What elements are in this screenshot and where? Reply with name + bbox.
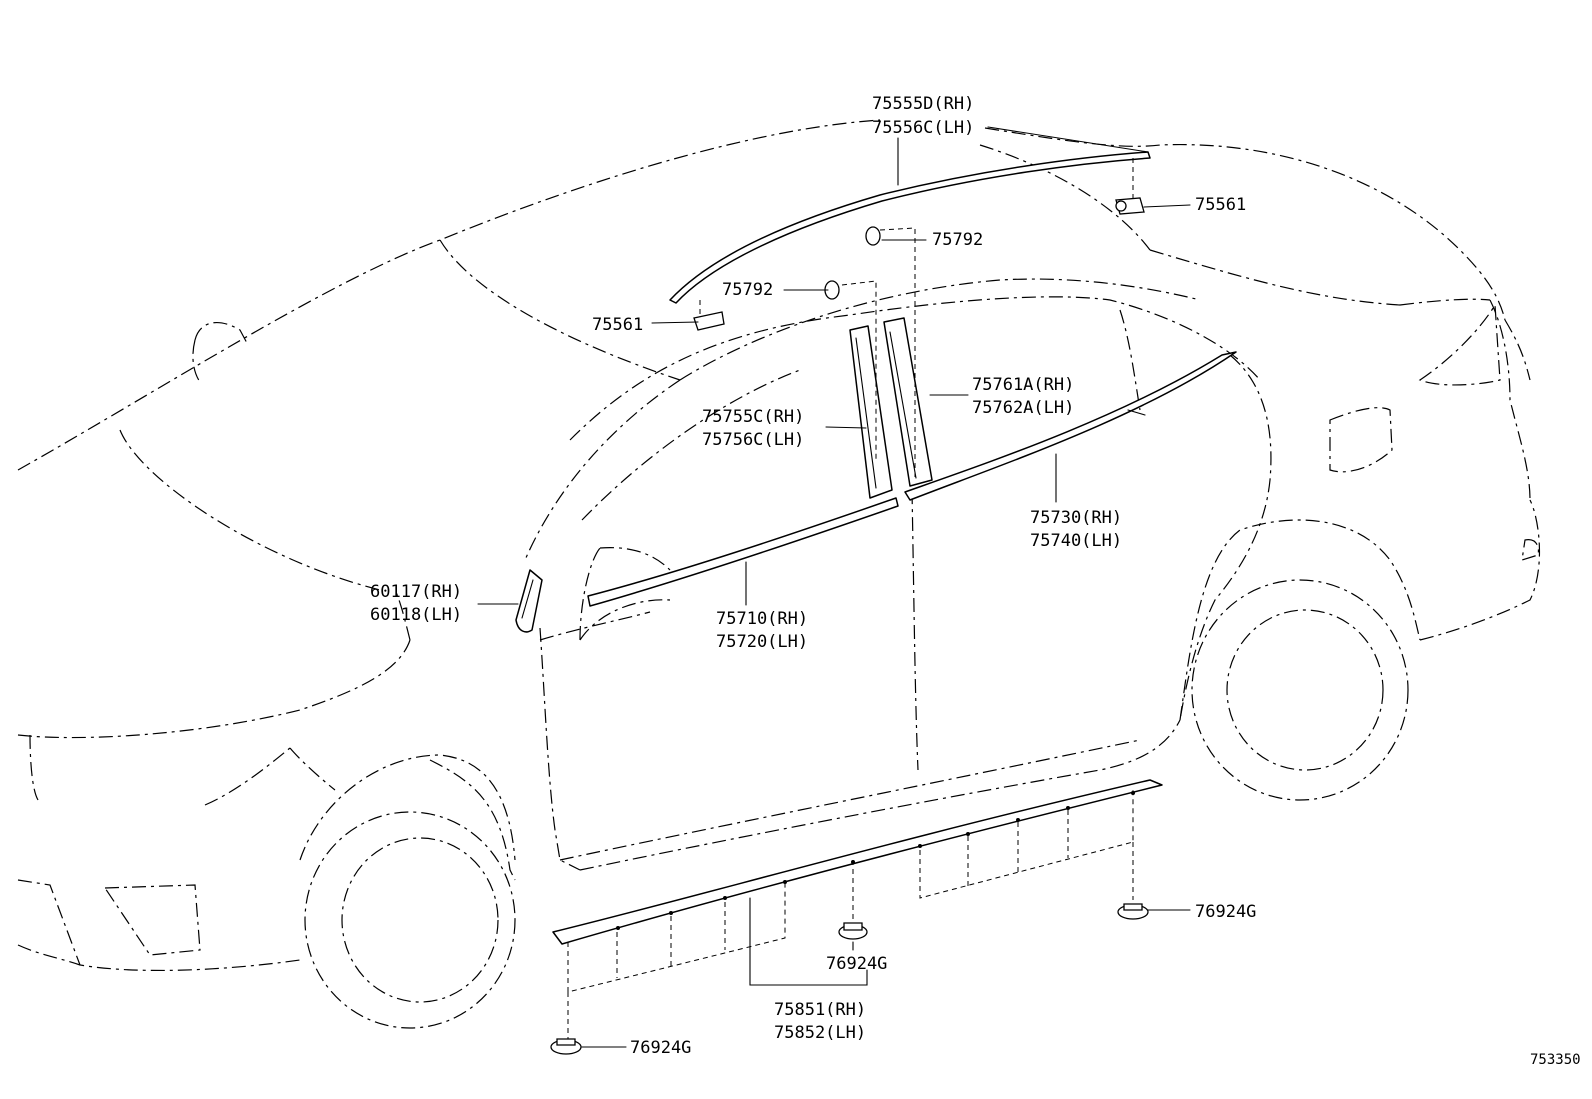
label-rocker-molding-lh: 75852(LH) (774, 1023, 866, 1043)
label-rocker-molding-rh: 75851(RH) (774, 1000, 866, 1020)
label-roof-clip-rear: 75561 (1195, 195, 1246, 215)
corner-piece (515, 569, 543, 633)
label-front-belt-molding-rh: 75710(RH) (716, 609, 808, 629)
figure-number: 753350 (1530, 1052, 1581, 1068)
label-corner-piece-lh: 60118(LH) (370, 605, 462, 625)
label-nut-middle: 76924G (826, 954, 887, 974)
front-pillar-garnish (849, 325, 893, 499)
label-front-pillar-garnish-rh: 75755C(RH) (702, 407, 804, 427)
label-bpillar-clip-upper: 75792 (932, 230, 983, 250)
rocker-molding (552, 779, 1163, 945)
nut-left (550, 1038, 582, 1055)
roof-clip-front (693, 311, 725, 331)
callout-labels: 75555D(RH) 75556C(LH) 75561 75792 75792 … (370, 94, 1581, 1068)
rocker-clip-dots (616, 791, 1135, 930)
roof-molding (669, 151, 1151, 304)
label-nut-left: 76924G (630, 1038, 691, 1058)
label-rear-pillar-garnish-rh: 75761A(RH) (972, 375, 1074, 395)
label-rear-belt-molding-lh: 75740(LH) (1030, 531, 1122, 551)
rear-pillar-garnish (883, 317, 933, 487)
leader-lines (477, 126, 1191, 1048)
label-front-pillar-garnish-lh: 75756C(LH) (702, 430, 804, 450)
label-rear-belt-molding-rh: 75730(RH) (1030, 508, 1122, 528)
bpillar-clip-upper (865, 226, 881, 246)
vehicle-outline (17, 119, 1541, 1029)
label-corner-piece-rh: 60117(RH) (370, 582, 462, 602)
nut-right (1117, 903, 1149, 920)
rocker-clip-guides (567, 790, 1134, 1040)
label-bpillar-clip-lower: 75792 (722, 280, 773, 300)
roof-clip-rear (1115, 197, 1145, 215)
label-roof-molding-lh: 75556C(LH) (872, 118, 974, 138)
front-belt-molding (587, 497, 899, 607)
part-guides (699, 158, 1134, 480)
label-rear-pillar-garnish-lh: 75762A(LH) (972, 398, 1074, 418)
label-roof-molding-rh: 75555D(RH) (872, 94, 974, 114)
nut-middle (838, 922, 868, 940)
label-front-belt-molding-lh: 75720(LH) (716, 632, 808, 652)
rear-belt-molding (904, 351, 1237, 501)
label-roof-clip-front: 75561 (592, 315, 643, 335)
label-nut-right: 76924G (1195, 902, 1256, 922)
